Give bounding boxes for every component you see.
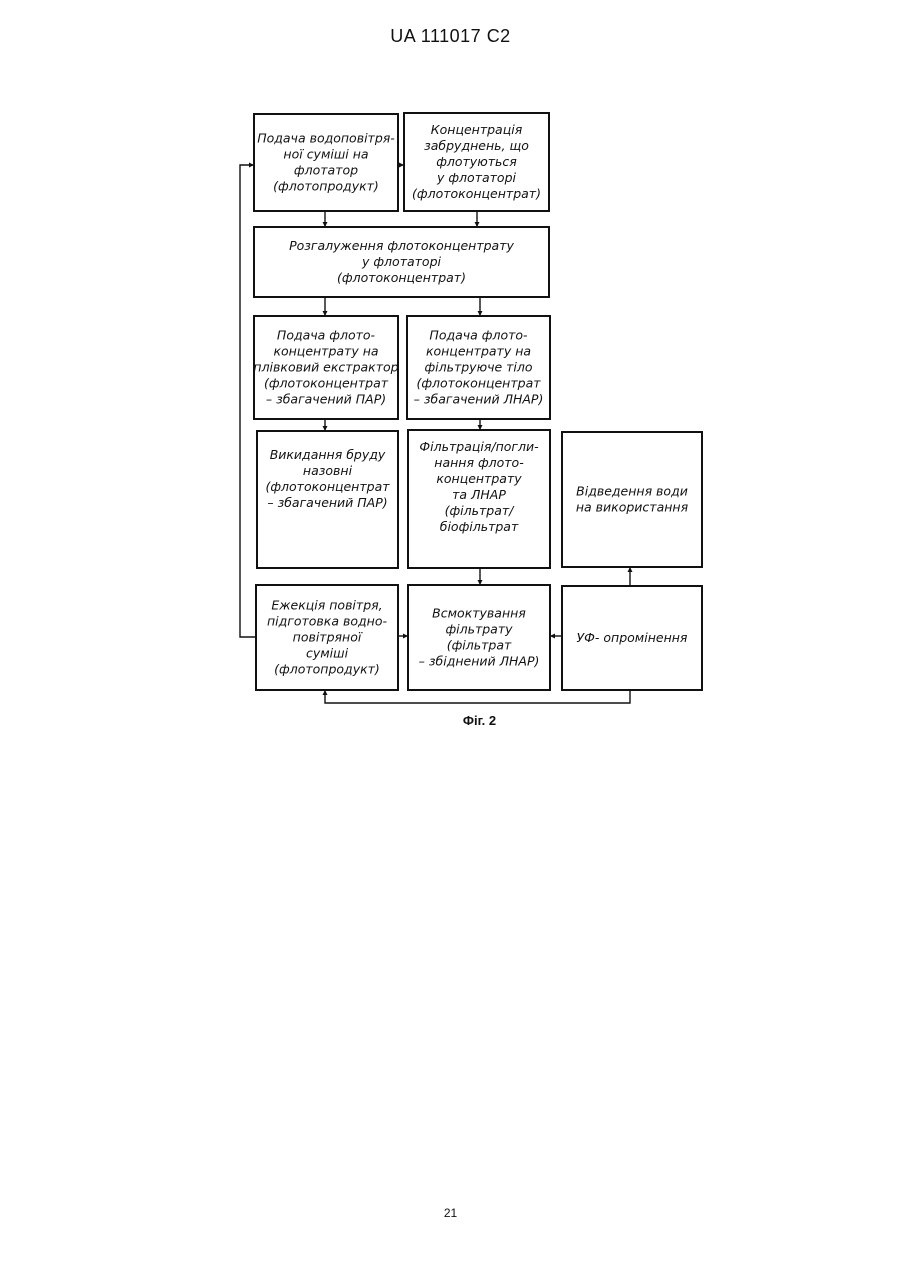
node-label-line: (флотоконцентрат (265, 479, 390, 494)
node-label-dirt-discharge: Викидання брудуназовні(флотоконцентрат– … (265, 447, 390, 510)
node-label-line: у флотаторі (436, 170, 517, 185)
node-label-line: (фільтрат/ (445, 503, 516, 518)
node-label-line: нання флото- (434, 455, 524, 470)
node-label-line: (флотопродукт) (273, 179, 379, 194)
node-label-line: біофільтрат (440, 519, 519, 534)
node-label-line: забруднень, що (424, 138, 529, 153)
node-label-line: та ЛНАР (452, 487, 506, 502)
loop-line-bottom (325, 690, 630, 703)
node-label-uv-irradiation: УФ- опромінення (577, 630, 688, 645)
node-label-line: – збагачений ПАР) (267, 495, 387, 510)
node-label-line: Подача флото- (277, 328, 376, 343)
node-label-line: (флотоконцентрат) (337, 270, 466, 285)
node-label-line: Відведення води (576, 484, 688, 499)
node-label-line: плівковий екстрактор (253, 360, 398, 375)
node-label-line: Розгалуження флотоконцентрату (289, 238, 514, 253)
node-label-line: назовні (303, 463, 353, 478)
node-label-filter-body-feed: Подача флото-концентрату нафільтруюче ті… (414, 328, 544, 407)
node-label-line: Фільтрація/погли- (419, 439, 539, 454)
node-label-water-diversion: Відведення водина використання (576, 484, 689, 515)
node-label-line: Викидання бруду (270, 447, 386, 462)
node-label-line: Всмоктування (432, 606, 526, 621)
node-label-line: Концентрація (431, 122, 523, 137)
node-label-line: повітряної (293, 630, 363, 645)
node-label-line: – збагачений ПАР) (266, 392, 386, 407)
node-label-line: флотуються (436, 154, 517, 169)
node-label-line: концентрату на (426, 344, 531, 359)
node-label-line: Подача водоповітря- (257, 131, 395, 146)
node-label-line: (фільтрат (447, 638, 512, 653)
figure-caption: Фіг. 2 (0, 713, 901, 728)
node-label-line: у флотаторі (361, 254, 442, 269)
node-label-line: концентрату (436, 471, 522, 486)
node-label-line: фільтруюче тіло (424, 360, 532, 375)
node-label-line: УФ- опромінення (577, 630, 688, 645)
node-label-line: – збіднений ЛНАР) (419, 654, 540, 669)
node-label-line: підготовка водно- (267, 614, 387, 629)
node-label-line: на використання (576, 500, 689, 515)
node-label-line: (флотопродукт) (274, 662, 380, 677)
node-label-line: ної суміші на (283, 147, 368, 162)
node-label-line: флотатор (294, 163, 358, 178)
node-label-line: (флотоконцентрат (264, 376, 389, 391)
node-label-line: Подача флото- (429, 328, 528, 343)
node-label-line: Ежекція повітря, (271, 598, 382, 613)
page-number: 21 (0, 1206, 901, 1220)
node-label-line: фільтрату (445, 622, 513, 637)
node-label-line: концентрату на (273, 344, 378, 359)
node-label-line: – збагачений ЛНАР) (414, 392, 544, 407)
node-label-line: (флотоконцентрат (416, 376, 541, 391)
node-label-line: (флотоконцентрат) (412, 186, 541, 201)
node-label-line: суміші (306, 646, 349, 661)
